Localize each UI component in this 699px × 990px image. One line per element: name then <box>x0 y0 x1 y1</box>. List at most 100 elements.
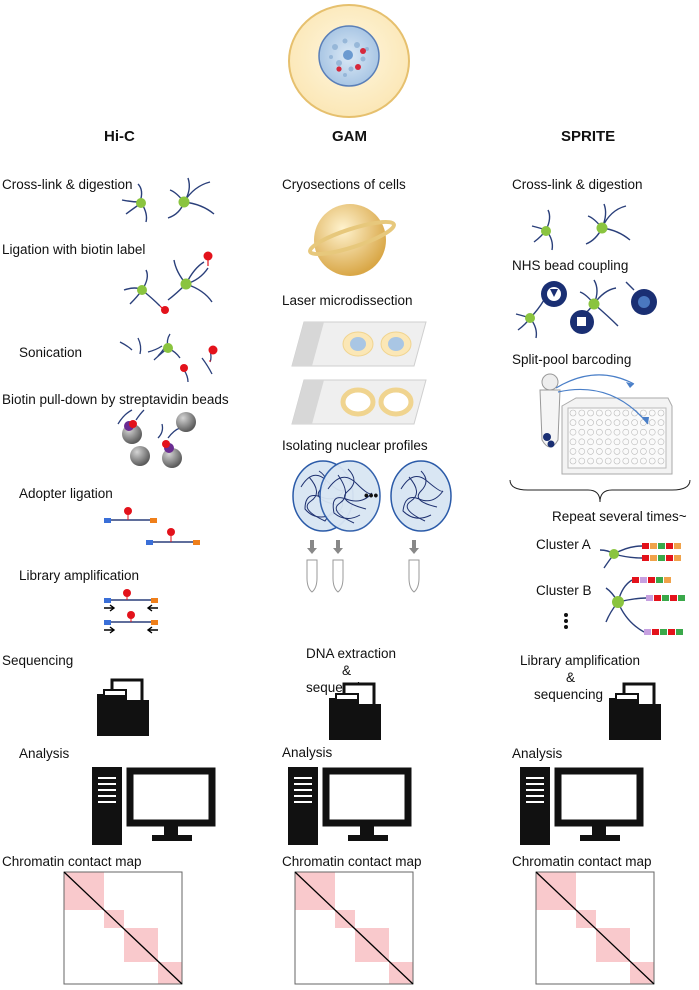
sprite-repeat-brace <box>509 479 691 503</box>
sprite-more-dots <box>564 613 568 629</box>
hic-pulldown-label: Biotin pull-down by streptavidin beads <box>2 392 229 407</box>
plate-well <box>622 428 630 436</box>
sprite-crosslink-label: Cross-link & digestion <box>512 177 643 192</box>
plate-well <box>604 419 612 426</box>
plate-well <box>578 438 586 446</box>
plate-well <box>596 457 603 465</box>
plate-well <box>604 448 612 455</box>
hic-crosslink-dna-icon <box>121 177 215 223</box>
plate-well <box>587 419 594 426</box>
hic-computer-icon <box>92 767 216 845</box>
sprite-contact-map <box>535 871 655 985</box>
gam-nuclear-profile-2 <box>319 460 381 532</box>
sprite-title: SPRITE <box>561 128 616 145</box>
plate-well <box>622 419 630 426</box>
gam-nuclear-profile-3 <box>390 460 452 532</box>
hic-sequencer-icon <box>97 678 149 736</box>
gam-dna-extraction-line1: DNA extraction <box>306 646 397 661</box>
plate-well <box>631 457 638 465</box>
sprite-nhs-icon <box>515 279 657 339</box>
plate-well <box>640 409 647 417</box>
sprite-library-line3: sequencing <box>534 687 604 702</box>
gam-cryosections-label: Cryosections of cells <box>282 177 406 192</box>
plate-well <box>613 409 621 417</box>
plate-well <box>631 419 638 426</box>
sprite-cluster-a-label: Cluster A <box>536 537 591 552</box>
sprite-splitpool-label: Split-pool barcoding <box>512 352 632 367</box>
gam-contact-map-label: Chromatin contact map <box>282 854 422 869</box>
plate-well <box>648 448 656 455</box>
sprite-repeat-label: Repeat several times~ <box>552 509 687 524</box>
hic-sonication-label: Sonication <box>19 345 83 360</box>
sprite-library-line2: & <box>566 670 576 685</box>
plate-well <box>657 428 665 436</box>
hic-ligation-icon <box>123 251 213 314</box>
hic-amplification-label: Library amplification <box>19 568 140 583</box>
plate-well <box>578 409 586 417</box>
plate-well <box>569 409 577 417</box>
cell-illustration <box>288 4 410 118</box>
plate-well <box>657 419 665 426</box>
hic-adopter-icon <box>104 507 200 545</box>
hic-sonication-icon <box>119 333 218 383</box>
sprite-cluster-b-icon <box>605 577 685 635</box>
plate-well <box>640 428 647 436</box>
plate-well <box>622 448 630 455</box>
plate-well <box>631 428 638 436</box>
plate-well <box>596 409 603 417</box>
gam-dna-extraction-line2: & <box>342 663 352 678</box>
sprite-sequencer-icon <box>609 682 661 740</box>
gam-laser-label: Laser microdissection <box>282 293 413 308</box>
plate-well <box>640 457 647 465</box>
plate-well <box>648 419 656 426</box>
plate-well <box>596 448 603 455</box>
gam-ellipsis: ••• <box>364 488 379 503</box>
plate-well <box>569 457 577 465</box>
plate-well <box>587 409 594 417</box>
hic-title: Hi-C <box>104 128 135 145</box>
plate-well <box>604 457 612 465</box>
gam-title: GAM <box>332 128 367 145</box>
plate-well <box>648 438 656 446</box>
sprite-nhs-label: NHS bead coupling <box>512 258 629 273</box>
sprite-contact-map-label: Chromatin contact map <box>512 854 652 869</box>
gam-sequencer-icon <box>329 682 381 740</box>
plate-well <box>596 419 603 426</box>
plate-well <box>578 448 586 455</box>
plate-well <box>569 428 577 436</box>
hic-amplification-icon <box>104 589 158 634</box>
gam-isolating-label: Isolating nuclear profiles <box>282 438 428 453</box>
plate-well <box>569 448 577 455</box>
hic-contact-map <box>63 871 183 985</box>
plate-well <box>640 438 647 446</box>
plate-well <box>657 457 665 465</box>
plate-well <box>587 448 594 455</box>
plate-well <box>578 428 586 436</box>
plate-well <box>596 428 603 436</box>
plate-well <box>631 448 638 455</box>
plate-well <box>622 438 630 446</box>
plate-well <box>613 419 621 426</box>
plate-well <box>622 457 630 465</box>
gam-slide-2 <box>291 379 427 425</box>
plate-well <box>631 438 638 446</box>
gam-contact-map <box>294 871 414 985</box>
gam-analysis-label: Analysis <box>282 745 333 760</box>
plate-well <box>648 409 656 417</box>
hic-crosslink-label: Cross-link & digestion <box>2 177 133 192</box>
plate-well <box>622 409 630 417</box>
plate-well <box>569 419 577 426</box>
plate-well <box>613 438 621 446</box>
plate-well <box>596 438 603 446</box>
plate-well <box>587 438 594 446</box>
plate-well <box>613 448 621 455</box>
plate-well <box>578 457 586 465</box>
hic-ligation-label: Ligation with biotin label <box>2 242 146 257</box>
sprite-cluster-b-label: Cluster B <box>536 583 592 598</box>
plate-well <box>569 438 577 446</box>
sprite-library-line1: Library amplification <box>520 653 641 668</box>
plate-well <box>578 419 586 426</box>
plate-well <box>613 428 621 436</box>
sprite-analysis-label: Analysis <box>512 746 563 761</box>
plate-well <box>640 448 647 455</box>
